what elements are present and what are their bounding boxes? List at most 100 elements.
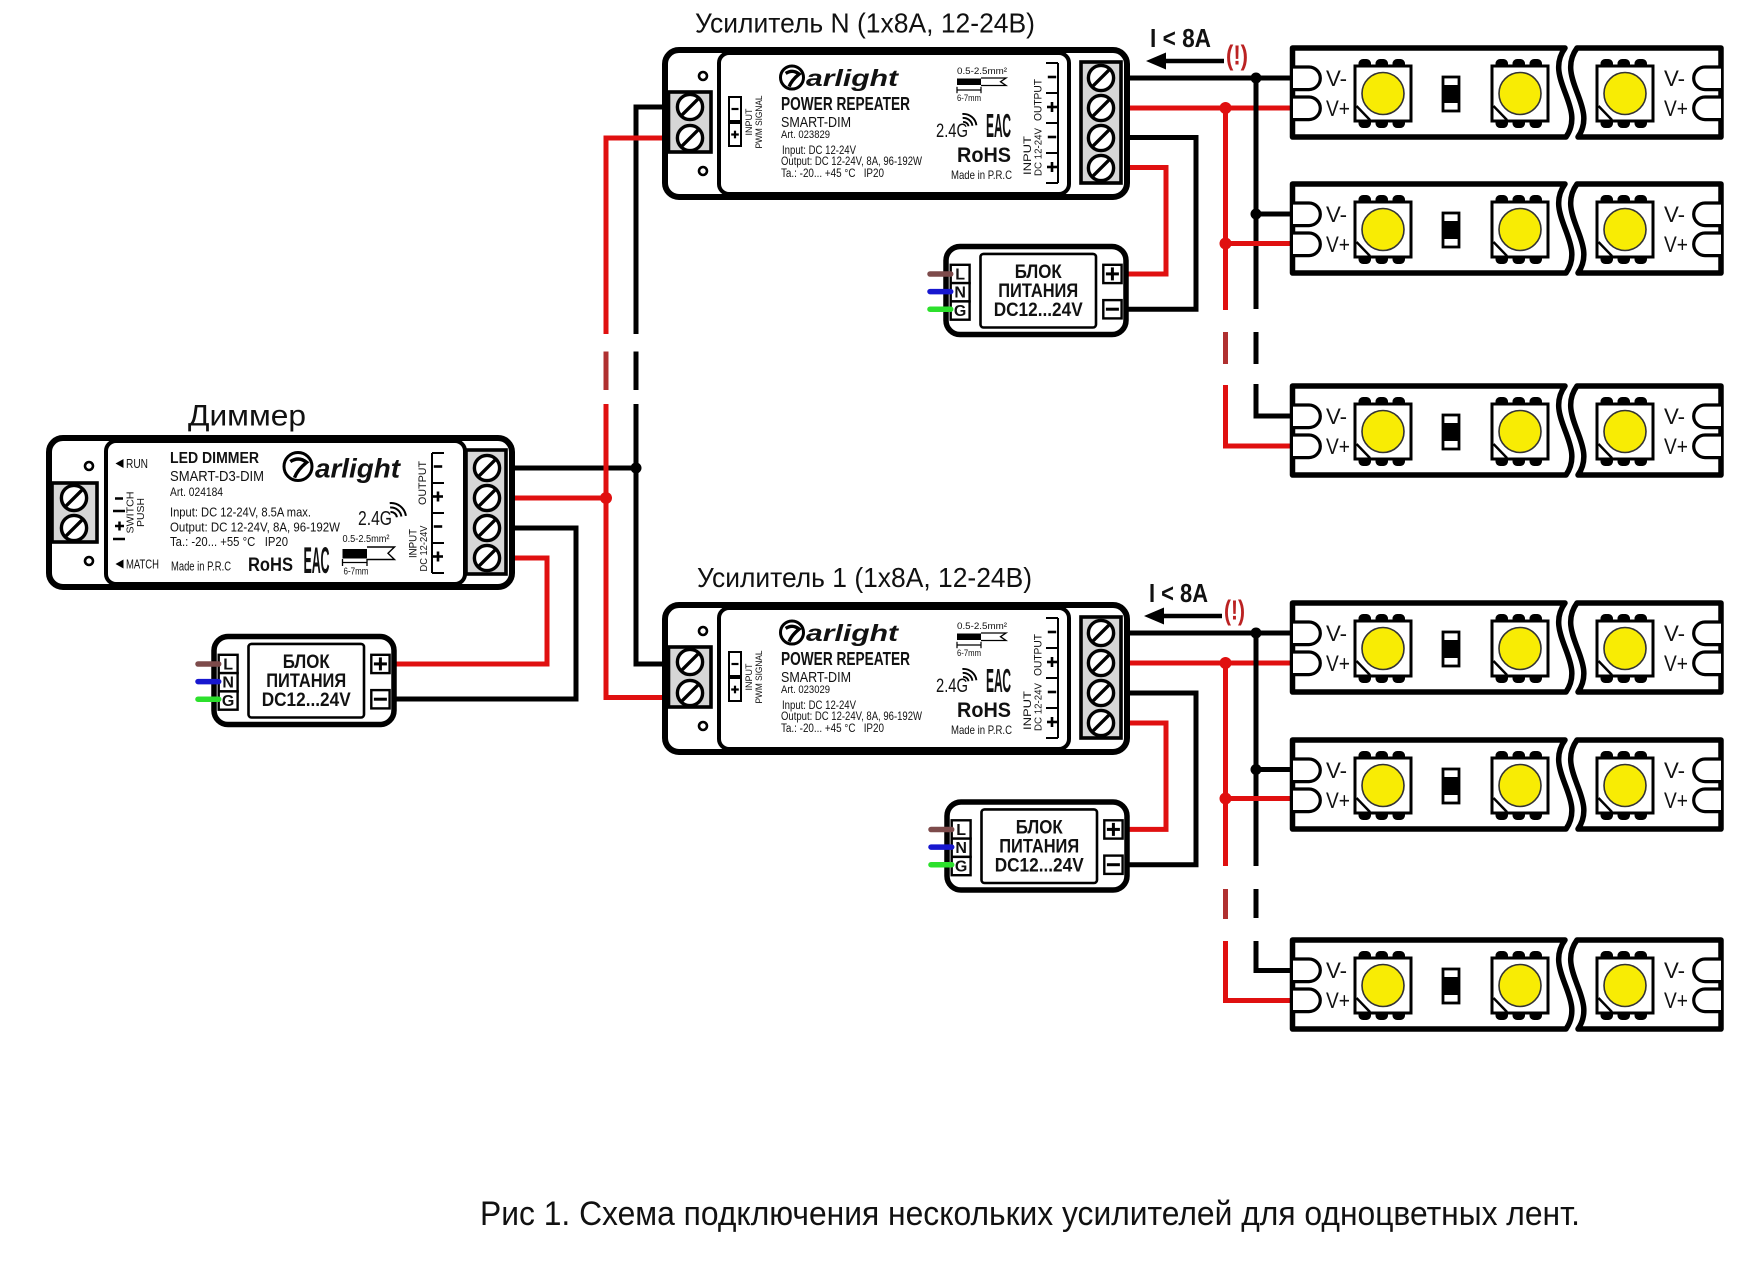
svg-text:V-: V- bbox=[1326, 66, 1347, 91]
svg-text:PWM SIGNAL: PWM SIGNAL bbox=[754, 651, 765, 704]
svg-text:V+: V+ bbox=[1326, 434, 1350, 459]
svg-text:RoHS: RoHS bbox=[248, 555, 293, 576]
svg-text:ПИТАНИЯ: ПИТАНИЯ bbox=[266, 671, 346, 692]
svg-text:0.5-2.5mm²: 0.5-2.5mm² bbox=[343, 534, 391, 545]
svg-text:(!): (!) bbox=[1226, 40, 1248, 71]
svg-text:V+: V+ bbox=[1664, 788, 1688, 813]
svg-text:Усилитель N (1х8А, 12-24В): Усилитель N (1х8А, 12-24В) bbox=[695, 8, 1035, 39]
svg-text:Input: DC 12-24V, 8.5A max.: Input: DC 12-24V, 8.5A max. bbox=[170, 505, 311, 520]
svg-text:ПИТАНИЯ: ПИТАНИЯ bbox=[998, 281, 1078, 302]
svg-text:INPUT: INPUT bbox=[744, 108, 755, 135]
svg-text:6-7mm: 6-7mm bbox=[957, 648, 981, 659]
svg-text:N: N bbox=[954, 285, 966, 302]
svg-text:INPUT: INPUT bbox=[408, 529, 420, 558]
svg-text:PUSH: PUSH bbox=[135, 498, 147, 527]
svg-text:INPUT: INPUT bbox=[1022, 136, 1034, 175]
svg-text:MATCH: MATCH bbox=[126, 558, 159, 572]
svg-text:RoHS: RoHS bbox=[957, 144, 1011, 167]
svg-text:N: N bbox=[222, 675, 234, 692]
svg-text:Art. 023029: Art. 023029 bbox=[781, 684, 830, 696]
svg-text:OUTPUT: OUTPUT bbox=[417, 461, 429, 505]
svg-text:V+: V+ bbox=[1664, 651, 1688, 676]
svg-text:Art. 024184: Art. 024184 bbox=[170, 487, 224, 499]
svg-text:V-: V- bbox=[1664, 758, 1685, 783]
svg-text:V-: V- bbox=[1664, 66, 1685, 91]
svg-text:Ta.: -20... +45 °C IP20: Ta.: -20... +45 °C IP20 bbox=[781, 723, 884, 735]
svg-text:DC 12-24V: DC 12-24V bbox=[418, 526, 430, 572]
svg-text:Made in P.R.C: Made in P.R.C bbox=[951, 723, 1012, 737]
svg-text:arlight: arlight bbox=[806, 65, 900, 91]
svg-text:Made in P.R.C: Made in P.R.C bbox=[171, 560, 231, 574]
svg-text:Art. 023829: Art. 023829 bbox=[781, 129, 830, 141]
svg-text:ЕАС: ЕАС bbox=[986, 662, 1011, 699]
svg-text:V+: V+ bbox=[1664, 232, 1688, 257]
svg-text:ЕАС: ЕАС bbox=[986, 107, 1011, 144]
svg-text:POWER REPEATER: POWER REPEATER bbox=[781, 649, 910, 669]
svg-text:DC 12-24V: DC 12-24V bbox=[1033, 683, 1045, 731]
svg-text:SWITCH: SWITCH bbox=[125, 492, 137, 534]
svg-text:V+: V+ bbox=[1326, 988, 1350, 1013]
svg-text:SMART-D3-DIM: SMART-D3-DIM bbox=[170, 468, 264, 485]
svg-text:INPUT: INPUT bbox=[1022, 691, 1034, 730]
svg-text:6-7mm: 6-7mm bbox=[344, 567, 369, 578]
svg-text:OUTPUT: OUTPUT bbox=[1033, 79, 1045, 121]
svg-text:ПИТАНИЯ: ПИТАНИЯ bbox=[999, 837, 1079, 858]
svg-text:arlight: arlight bbox=[806, 620, 900, 646]
svg-text:V-: V- bbox=[1326, 758, 1347, 783]
svg-text:DC 12-24V: DC 12-24V bbox=[1033, 128, 1045, 176]
svg-text:V-: V- bbox=[1664, 621, 1685, 646]
svg-text:V-: V- bbox=[1326, 621, 1347, 646]
svg-text:V-: V- bbox=[1664, 958, 1685, 983]
svg-text:Ta.: -20... +45 °C IP20: Ta.: -20... +45 °C IP20 bbox=[781, 168, 884, 180]
svg-text:DC12...24V: DC12...24V bbox=[994, 300, 1083, 321]
svg-text:L: L bbox=[956, 822, 966, 839]
svg-text:V+: V+ bbox=[1664, 434, 1688, 459]
svg-text:V-: V- bbox=[1326, 404, 1347, 429]
svg-text:Input: DC 12-24V: Input: DC 12-24V bbox=[782, 145, 856, 157]
svg-text:БЛОК: БЛОК bbox=[283, 652, 330, 673]
svg-text:2.4G: 2.4G bbox=[936, 121, 968, 142]
svg-text:SMART-DIM: SMART-DIM bbox=[781, 669, 851, 686]
svg-text:L: L bbox=[955, 266, 965, 283]
svg-text:V+: V+ bbox=[1326, 232, 1350, 257]
svg-text:Output: DC 12-24V, 8A, 96-192W: Output: DC 12-24V, 8A, 96-192W bbox=[170, 520, 341, 535]
svg-text:I < 8A: I < 8A bbox=[1150, 23, 1211, 53]
svg-text:L: L bbox=[223, 656, 233, 673]
svg-text:RUN: RUN bbox=[126, 457, 148, 471]
svg-text:Усилитель 1 (1х8А, 12-24В): Усилитель 1 (1х8А, 12-24В) bbox=[697, 562, 1032, 593]
svg-text:V+: V+ bbox=[1664, 988, 1688, 1013]
svg-text:Made in P.R.C: Made in P.R.C bbox=[951, 168, 1012, 182]
svg-text:OUTPUT: OUTPUT bbox=[1033, 634, 1045, 676]
svg-text:Ta.: -20... +55 °C IP20: Ta.: -20... +55 °C IP20 bbox=[170, 534, 288, 549]
svg-text:ЕАС: ЕАС bbox=[304, 540, 330, 581]
svg-text:SMART-DIM: SMART-DIM bbox=[781, 114, 851, 131]
svg-text:2.4G: 2.4G bbox=[358, 508, 392, 530]
svg-text:V+: V+ bbox=[1326, 651, 1350, 676]
svg-text:БЛОК: БЛОК bbox=[1015, 262, 1062, 283]
svg-text:DC12...24V: DC12...24V bbox=[995, 856, 1084, 877]
svg-text:arlight: arlight bbox=[315, 454, 401, 484]
svg-text:2.4G: 2.4G bbox=[936, 676, 968, 697]
svg-text:V+: V+ bbox=[1326, 788, 1350, 813]
svg-text:6-7mm: 6-7mm bbox=[957, 93, 981, 104]
svg-text:V-: V- bbox=[1664, 202, 1685, 227]
svg-text:LED DIMMER: LED DIMMER bbox=[170, 450, 259, 467]
svg-text:POWER REPEATER: POWER REPEATER bbox=[781, 94, 910, 114]
svg-text:V-: V- bbox=[1664, 404, 1685, 429]
svg-text:I < 8A: I < 8A bbox=[1149, 578, 1208, 608]
svg-text:Output: DC 12-24V, 8A, 96-192W: Output: DC 12-24V, 8A, 96-192W bbox=[781, 711, 922, 723]
svg-text:0.5-2.5mm²: 0.5-2.5mm² bbox=[957, 621, 1007, 632]
svg-text:G: G bbox=[955, 859, 967, 876]
svg-text:V+: V+ bbox=[1664, 96, 1688, 121]
svg-text:V+: V+ bbox=[1326, 96, 1350, 121]
svg-text:G: G bbox=[222, 693, 234, 710]
svg-text:(!): (!) bbox=[1224, 595, 1245, 626]
svg-text:Input: DC 12-24V: Input: DC 12-24V bbox=[782, 700, 856, 712]
svg-text:0.5-2.5mm²: 0.5-2.5mm² bbox=[957, 66, 1007, 77]
svg-text:БЛОК: БЛОК bbox=[1016, 818, 1063, 839]
svg-text:V-: V- bbox=[1326, 202, 1347, 227]
svg-text:RoHS: RoHS bbox=[957, 699, 1011, 722]
svg-text:Output: DC 12-24V, 8A, 96-192W: Output: DC 12-24V, 8A, 96-192W bbox=[781, 156, 922, 168]
svg-text:INPUT: INPUT bbox=[744, 663, 755, 690]
svg-text:Диммер: Диммер bbox=[188, 400, 306, 433]
